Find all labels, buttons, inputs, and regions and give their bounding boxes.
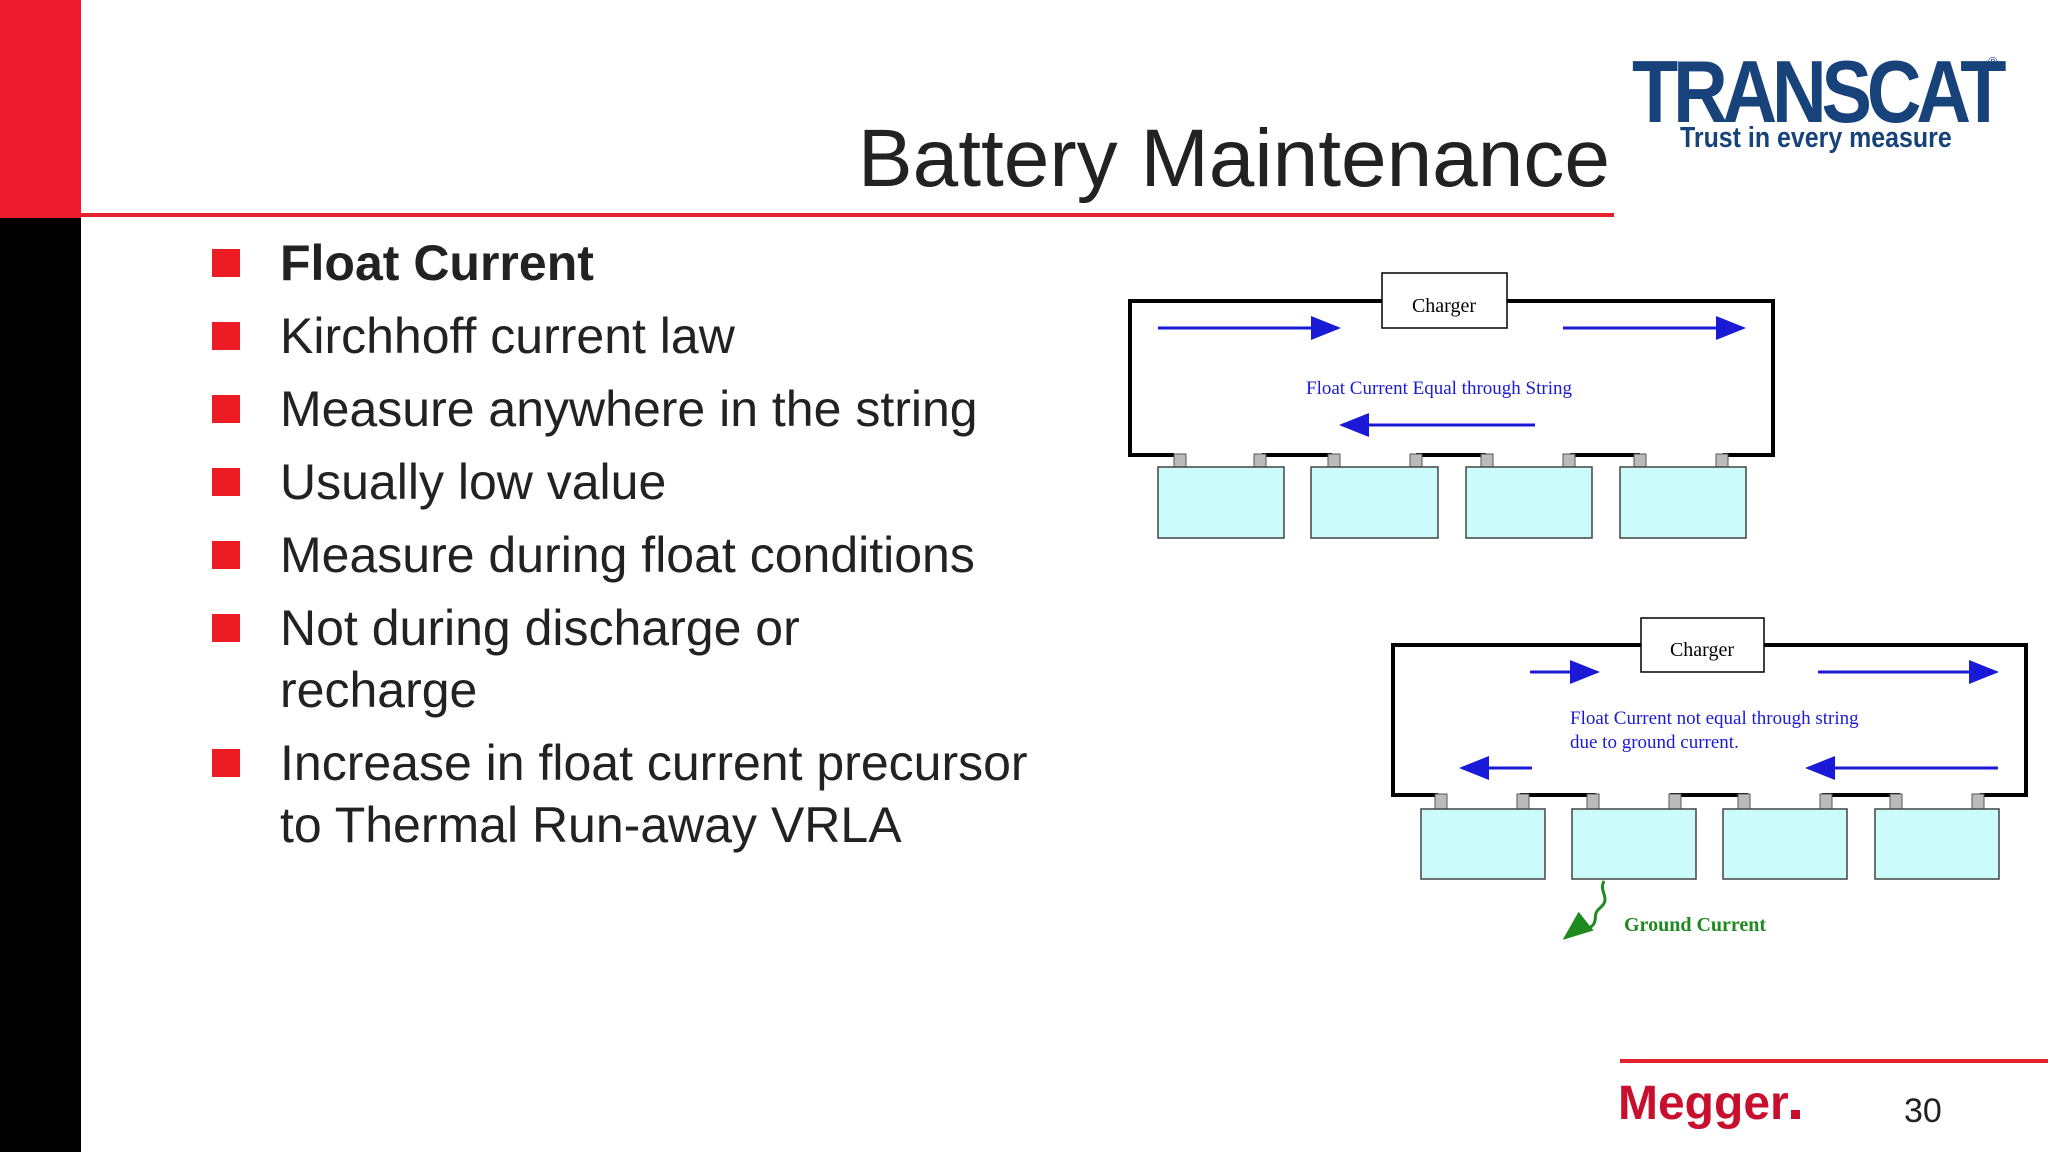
circuit-wire — [1391, 643, 2028, 797]
battery-terminal — [1327, 453, 1341, 468]
bullet-square-icon — [212, 395, 240, 423]
bullet-item: Measure during float conditions — [212, 524, 1032, 586]
page-number: 30 — [1904, 1092, 1942, 1130]
transcat-logo: TRANSCAT ® Trust in every measure — [1632, 42, 2006, 168]
bullet-list: Float Current Kirchhoff current law Meas… — [212, 232, 1032, 867]
title-underline — [81, 213, 1614, 217]
megger-dot-icon — [1790, 1110, 1800, 1119]
megger-wordmark: Megger — [1618, 1077, 1789, 1130]
charger-box — [1381, 272, 1508, 329]
slide-title: Battery Maintenance — [857, 113, 1610, 204]
battery-cell — [1571, 808, 1697, 880]
battery-terminal — [1409, 453, 1423, 468]
footer-rule — [1620, 1059, 2048, 1063]
diagram-caption: Float Current not equal through string — [1570, 708, 1859, 729]
bullet-square-icon — [212, 322, 240, 350]
bullet-text: Measure anywhere in the string — [280, 381, 978, 437]
battery-terminal — [1889, 793, 1903, 810]
bullet-square-icon — [212, 468, 240, 496]
bullet-item: Float Current — [212, 232, 1032, 294]
battery-terminal — [1737, 793, 1751, 810]
battery-cell — [1157, 466, 1285, 539]
bullet-text: Usually low value — [280, 454, 667, 510]
logo-registered-mark: ® — [1988, 54, 1998, 69]
bullet-item: Not during discharge or recharge — [212, 597, 840, 721]
battery-terminal — [1633, 453, 1647, 468]
battery-cell — [1310, 466, 1439, 539]
charger-label: Charger — [1412, 295, 1476, 317]
battery-terminal — [1253, 453, 1267, 468]
battery-terminal — [1434, 793, 1448, 810]
circuit-wire — [1128, 299, 1775, 457]
battery-cell — [1465, 466, 1593, 539]
battery-terminal — [1715, 453, 1729, 468]
bullet-item: Measure anywhere in the string — [212, 378, 1032, 440]
battery-terminal — [1173, 453, 1187, 468]
logo-wordmark: TRANSCAT — [1632, 42, 2006, 141]
charger-label: Charger — [1670, 639, 1734, 661]
bullet-item: Increase in float current precursor to T… — [212, 732, 1060, 856]
left-red-block — [0, 0, 81, 218]
battery-cell — [1874, 808, 2000, 880]
bullet-square-icon — [212, 614, 240, 642]
battery-terminal — [1668, 793, 1682, 810]
battery-terminal — [1819, 793, 1833, 810]
ground-current-arrow — [1562, 880, 1607, 940]
logo-tagline: Trust in every measure — [1680, 122, 1952, 154]
bullet-item: Kirchhoff current law — [212, 305, 1032, 367]
bullet-text: Measure during float conditions — [280, 527, 975, 583]
battery-cell — [1722, 808, 1848, 880]
battery-terminal — [1480, 453, 1494, 468]
bullet-item: Usually low value — [212, 451, 1032, 513]
megger-logo: Megger — [1618, 1080, 1800, 1128]
battery-terminal — [1516, 793, 1530, 810]
battery-cell — [1420, 808, 1546, 880]
bullet-text: Float Current — [280, 235, 594, 291]
bullet-text: Kirchhoff current law — [280, 308, 735, 364]
bullet-text: Increase in float current precursor to T… — [280, 735, 1028, 853]
bullet-square-icon — [212, 541, 240, 569]
battery-terminal — [1562, 453, 1576, 468]
battery-cell — [1619, 466, 1747, 539]
diagram-equal-current: Charger Float Current Equal through Stri… — [1128, 272, 1775, 539]
battery-string — [1420, 793, 2000, 880]
diagram-unequal-current: Charger Float Current not equal through … — [1391, 617, 2028, 940]
battery-terminal — [1586, 793, 1600, 810]
charger-box — [1640, 617, 1765, 673]
diagram-caption: due to ground current. — [1570, 732, 1739, 753]
bullet-text: Not during discharge or recharge — [280, 600, 800, 718]
bullet-square-icon — [212, 249, 240, 277]
battery-terminal — [1971, 793, 1985, 810]
battery-string — [1157, 453, 1747, 539]
diagram-caption: Float Current Equal through String — [1306, 378, 1572, 399]
ground-current-label: Ground Current — [1624, 914, 1766, 936]
bullet-square-icon — [212, 749, 240, 777]
